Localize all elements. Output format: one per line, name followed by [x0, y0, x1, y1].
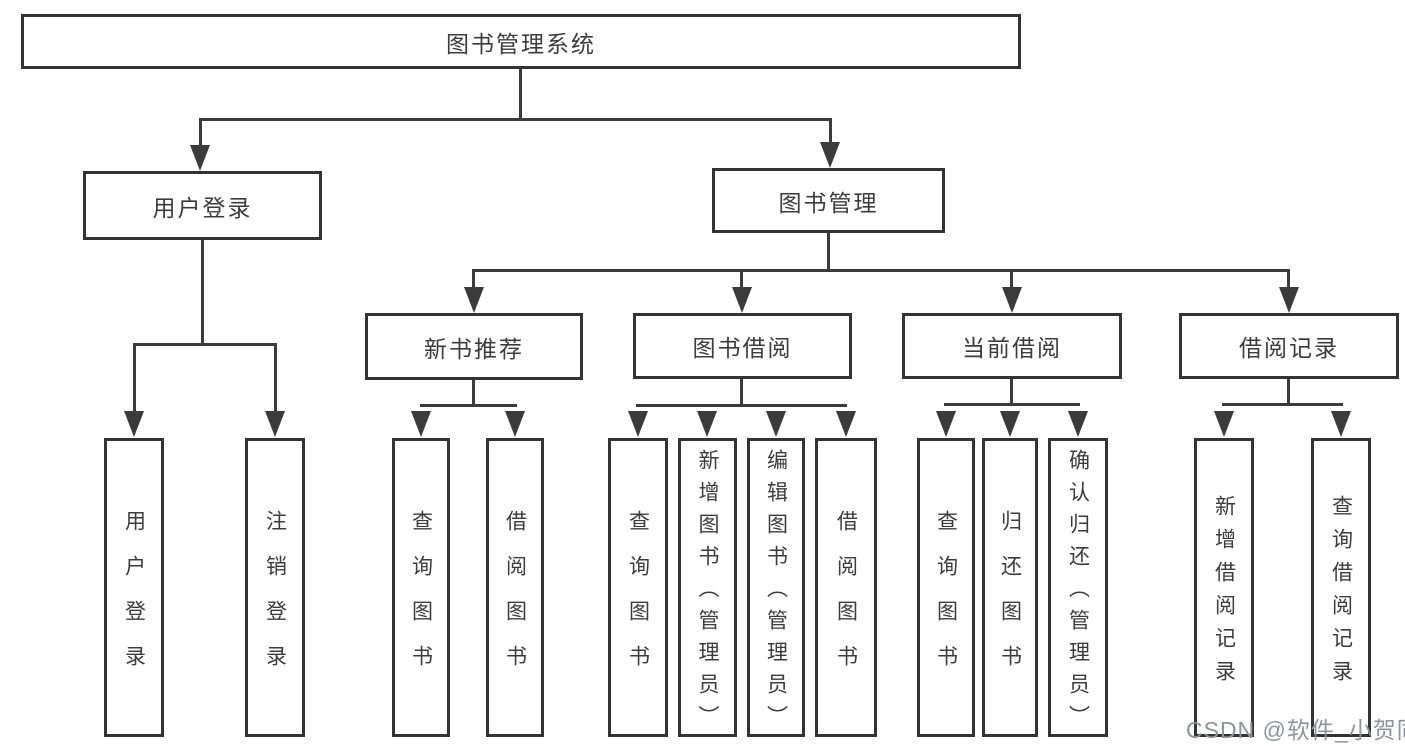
- arrow-down-icon: [505, 411, 525, 437]
- connector-vline: [827, 231, 830, 272]
- node-new-book-recommendation: 新书推荐: [365, 313, 583, 380]
- arrow-down-icon: [697, 411, 717, 437]
- node-borrowing-records: 借阅记录: [1179, 313, 1399, 379]
- connector-hline: [944, 403, 1080, 406]
- connector-vline: [1010, 378, 1013, 406]
- connector-vline: [1010, 269, 1013, 290]
- arrow-down-icon: [411, 411, 431, 437]
- leaf-return-books-label: 归还图书: [998, 509, 1022, 690]
- connector-vline: [740, 378, 743, 407]
- arrow-down-icon: [1000, 411, 1020, 437]
- connector-hline: [420, 404, 517, 407]
- arrow-down-icon: [1214, 411, 1234, 437]
- node-book-borrowing-label: 图书借阅: [692, 335, 793, 361]
- leaf-query-borrow-record-label: 查询借阅记录: [1329, 494, 1353, 693]
- leaf-user-login-label: 用户登录: [122, 509, 146, 690]
- arrow-down-icon: [820, 142, 840, 168]
- connector-hline: [636, 404, 847, 407]
- leaf-query-books-recommend: 查询图书: [392, 438, 450, 737]
- arrow-down-icon: [1331, 411, 1351, 437]
- leaf-user-login: 用户登录: [104, 438, 164, 737]
- leaf-query-books-borrowing-label: 查询图书: [626, 509, 650, 690]
- watermark: CSDN @软件_小贺同学: [1186, 717, 1405, 743]
- leaf-add-borrow-record: 新增借阅记录: [1194, 438, 1254, 737]
- leaf-query-books-current: 查询图书: [917, 438, 975, 737]
- arrow-down-icon: [766, 411, 786, 437]
- connector-vline: [1287, 269, 1290, 290]
- node-root-label: 图书管理系统: [446, 30, 596, 57]
- connector-hline: [1222, 403, 1343, 406]
- arrow-down-icon: [628, 411, 648, 437]
- leaf-query-books-borrowing: 查询图书: [608, 438, 668, 737]
- leaf-edit-book-admin-label: 编辑图书（管理员）: [764, 449, 788, 737]
- arrow-down-icon: [1279, 287, 1299, 313]
- leaf-return-books: 归还图书: [982, 438, 1038, 737]
- connector-vline: [472, 379, 475, 407]
- node-root: 图书管理系统: [21, 14, 1021, 69]
- connector-vline: [199, 118, 202, 148]
- leaf-query-books-recommend-label: 查询图书: [409, 509, 433, 690]
- connector-vline: [274, 343, 277, 413]
- arrow-down-icon: [1002, 287, 1022, 313]
- node-book-management-label: 图书管理: [778, 189, 879, 216]
- arrow-down-icon: [936, 411, 956, 437]
- node-user-login: 用户登录: [83, 171, 322, 240]
- connector-hline: [472, 269, 1290, 272]
- arrow-down-icon: [732, 287, 752, 313]
- connector-vline: [1287, 378, 1290, 406]
- arrow-down-icon: [1068, 411, 1088, 437]
- leaf-add-borrow-record-label: 新增借阅记录: [1212, 494, 1236, 693]
- node-current-borrowing: 当前借阅: [902, 313, 1122, 379]
- leaf-logout: 注销登录: [245, 438, 305, 737]
- connector-hline: [199, 118, 832, 121]
- node-new-book-recommendation-label: 新书推荐: [424, 335, 524, 362]
- leaf-add-book-admin-label: 新增图书（管理员）: [696, 449, 719, 737]
- node-borrowing-records-label: 借阅记录: [1239, 335, 1339, 361]
- node-book-management: 图书管理: [712, 168, 945, 233]
- arrow-down-icon: [124, 411, 144, 437]
- connector-hline: [133, 343, 277, 346]
- leaf-logout-label: 注销登录: [263, 509, 287, 690]
- leaf-query-books-current-label: 查询图书: [934, 509, 958, 690]
- leaf-borrow-books-borrowing-label: 借阅图书: [834, 509, 858, 690]
- connector-vline: [201, 239, 204, 345]
- connector-vline: [133, 343, 136, 413]
- leaf-borrow-books-recommend: 借阅图书: [486, 438, 544, 737]
- leaf-query-borrow-record: 查询借阅记录: [1311, 438, 1371, 737]
- node-book-borrowing: 图书借阅: [633, 313, 852, 379]
- node-user-login-label: 用户登录: [152, 194, 253, 221]
- arrow-down-icon: [464, 287, 484, 313]
- connector-vline: [519, 69, 522, 121]
- leaf-confirm-return-admin-label: 确认归还（管理员）: [1066, 449, 1090, 737]
- node-current-borrowing-label: 当前借阅: [962, 335, 1062, 361]
- connector-vline: [740, 269, 743, 290]
- arrow-down-icon: [836, 411, 856, 437]
- leaf-borrow-books-recommend-label: 借阅图书: [503, 509, 527, 690]
- connector-vline: [829, 118, 832, 145]
- arrow-down-icon: [265, 411, 285, 437]
- leaf-add-book-admin: 新增图书（管理员）: [678, 438, 737, 737]
- connector-vline: [472, 269, 475, 290]
- arrow-down-icon: [190, 145, 210, 171]
- leaf-edit-book-admin: 编辑图书（管理员）: [747, 438, 805, 737]
- leaf-confirm-return-admin: 确认归还（管理员）: [1048, 438, 1108, 737]
- leaf-borrow-books-borrowing: 借阅图书: [815, 438, 877, 737]
